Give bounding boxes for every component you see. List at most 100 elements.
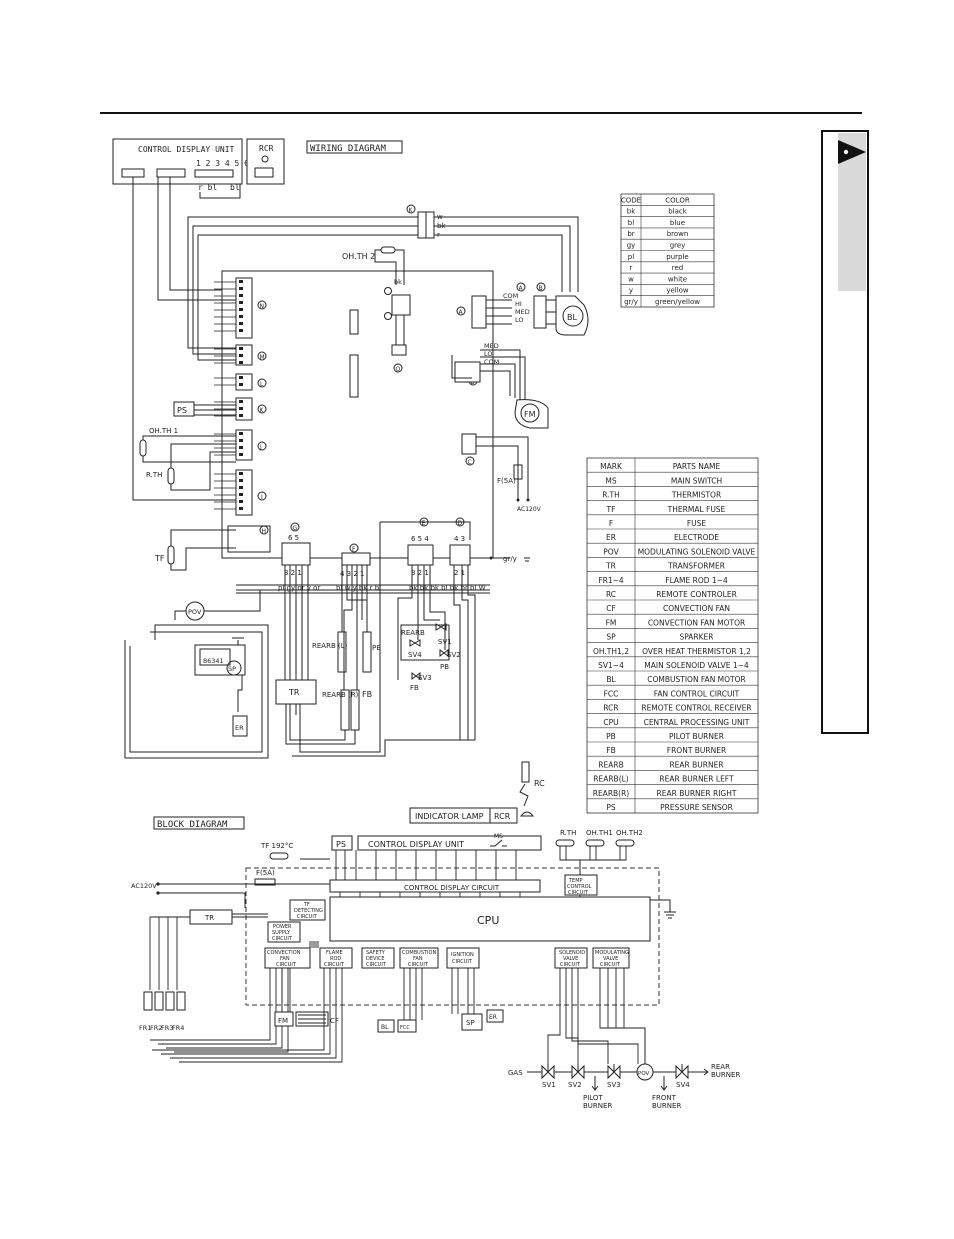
gas-label: GAS	[508, 1069, 523, 1077]
parts-table-cell-mark: SP	[606, 633, 616, 642]
bl-label: BL	[567, 313, 577, 322]
wiring-title: WIRING DIAGRAM	[306, 140, 403, 154]
safety-device-circuit	[361, 947, 395, 969]
parts-table-cell-name: THERMAL FUSE	[667, 505, 726, 514]
conn-k-label: K	[260, 407, 265, 414]
cpu-block	[329, 896, 651, 942]
rth-block-label: R.TH	[560, 829, 576, 837]
sv-l1: SOLENOID	[559, 950, 585, 956]
block-wire	[579, 846, 621, 875]
parts-table-cell-name: THERMISTOR	[671, 491, 721, 500]
sv2-block-label: SV2	[568, 1081, 582, 1089]
cf-icon	[295, 1011, 329, 1027]
cf-l1: CONVECTION	[267, 950, 301, 956]
pcb-pin	[239, 500, 243, 503]
conn-a2-label: A	[519, 285, 524, 292]
pcb-pin	[239, 507, 243, 510]
convection-fan-circuit	[264, 947, 311, 969]
pilot-l2: BURNER	[583, 1102, 612, 1110]
conn-e-label: E	[422, 520, 426, 527]
parts-table-cell-name: ELECTRODE	[674, 533, 719, 542]
parts-table-header-name: PARTS NAME	[673, 462, 721, 471]
block-wire	[150, 916, 190, 990]
parts-table-cell-mark: PS	[606, 803, 616, 812]
block-wire	[281, 968, 291, 1012]
pb-label: PB	[372, 644, 381, 652]
conn-j-label: J	[259, 444, 262, 451]
parts-table-cell-mark: PB	[606, 732, 616, 741]
parts-table-cell-name: TRANSFORMER	[667, 562, 725, 571]
a-com: COM	[503, 292, 518, 300]
d-pins: 4 3	[454, 535, 465, 543]
flame-rod-label: FR1	[139, 1024, 151, 1032]
flame-rod-icon	[154, 991, 164, 1011]
color-table-cell-mark: pl	[628, 253, 634, 261]
electrode	[232, 715, 248, 737]
parts-table-cell-mark: R.TH	[602, 491, 620, 500]
e-pins-b: 3 2 1	[411, 569, 429, 577]
flame-rod-icon	[165, 991, 175, 1011]
conn-d-label: D	[458, 520, 463, 527]
fcc-block-label: FCC	[400, 1025, 410, 1031]
cdu-label: CONTROL DISPLAY UNIT	[138, 145, 235, 154]
block-valves	[541, 1064, 689, 1080]
sparker-module: 86341 SP	[194, 637, 246, 676]
flame-rod-label: FR4	[172, 1024, 184, 1032]
pov-block-label: POV	[638, 1071, 650, 1077]
control-display-unit: CONTROL DISPLAY UNIT 1 2 3 4 5 6 r bl bl	[112, 138, 249, 199]
parts-table-cell-name: REMOTE CONTROLER	[656, 590, 737, 599]
ps-l1: POWER	[273, 924, 292, 930]
parts-table-cell-mark: FR1~4	[598, 576, 624, 585]
fr-l2: ROD	[330, 956, 341, 962]
rth-icon	[167, 467, 175, 485]
block-wire	[579, 846, 627, 875]
block-wire	[547, 968, 561, 1064]
rcr-box: RCR	[246, 138, 285, 185]
cdc-label: CONTROL DISPLAY CIRCUIT	[404, 884, 500, 892]
pcb-pin	[239, 446, 243, 449]
power-supply-circuit	[267, 921, 301, 943]
parts-table-cell-mark: ER	[606, 533, 616, 542]
pcb-pin	[239, 479, 243, 482]
color-table-cell-mark: gr/y	[624, 298, 638, 306]
modulating-valve-circuit	[592, 947, 630, 969]
fb-label: FB	[362, 690, 372, 699]
b-lo: LO	[484, 350, 493, 358]
fuse-block-label: F(5A)	[256, 869, 275, 877]
f-wires: bl w y bk r bl	[336, 584, 381, 592]
parts-table-cell-mark: POV	[603, 547, 619, 556]
w-fb-label: FB	[410, 684, 419, 692]
color-table-cell-name: white	[668, 275, 687, 283]
parts-table-cell-mark: RC	[606, 590, 616, 599]
mv-l3: CIRCUIT	[600, 962, 621, 968]
pcb-pin-marks	[214, 280, 243, 510]
block-wire	[615, 968, 646, 1064]
ohth2-label: OH.TH 2	[342, 252, 375, 261]
ignition-circuit	[446, 947, 480, 969]
color-table-cell-mark: gy	[627, 242, 636, 250]
block-wire	[174, 968, 289, 1053]
cf-l2: FAN	[280, 956, 290, 962]
parts-table-cell-name: FAN CONTROL CIRCUIT	[654, 689, 740, 698]
ic-label: 86341	[203, 657, 224, 665]
tf-icon	[167, 545, 175, 565]
ground-label: gr/y	[503, 555, 517, 563]
cdu-block-label: CONTROL DISPLAY UNIT	[368, 840, 464, 849]
w-sv1-label: SV1	[438, 638, 452, 646]
conn-h-label: H	[262, 528, 267, 535]
block-wire	[166, 968, 283, 1049]
parts-table-cell-name: CENTRAL PROCESSING UNIT	[644, 718, 750, 727]
flame-rod-icon	[143, 991, 153, 1011]
fm-block-label: FM	[278, 1017, 288, 1025]
block-wire	[150, 968, 271, 1041]
parts-table-cell-mark: FCC	[604, 689, 619, 698]
parts-table-cell-mark: OH.TH1,2	[593, 647, 629, 656]
rc-remote-icon	[521, 761, 530, 783]
tfd-l2: DETECTING	[294, 908, 323, 914]
color-table-cell-mark: y	[629, 287, 633, 295]
rcr-block-label: RCR	[494, 812, 511, 821]
pcb-pin	[239, 329, 243, 332]
color-table-cell-mark: r	[630, 264, 633, 272]
